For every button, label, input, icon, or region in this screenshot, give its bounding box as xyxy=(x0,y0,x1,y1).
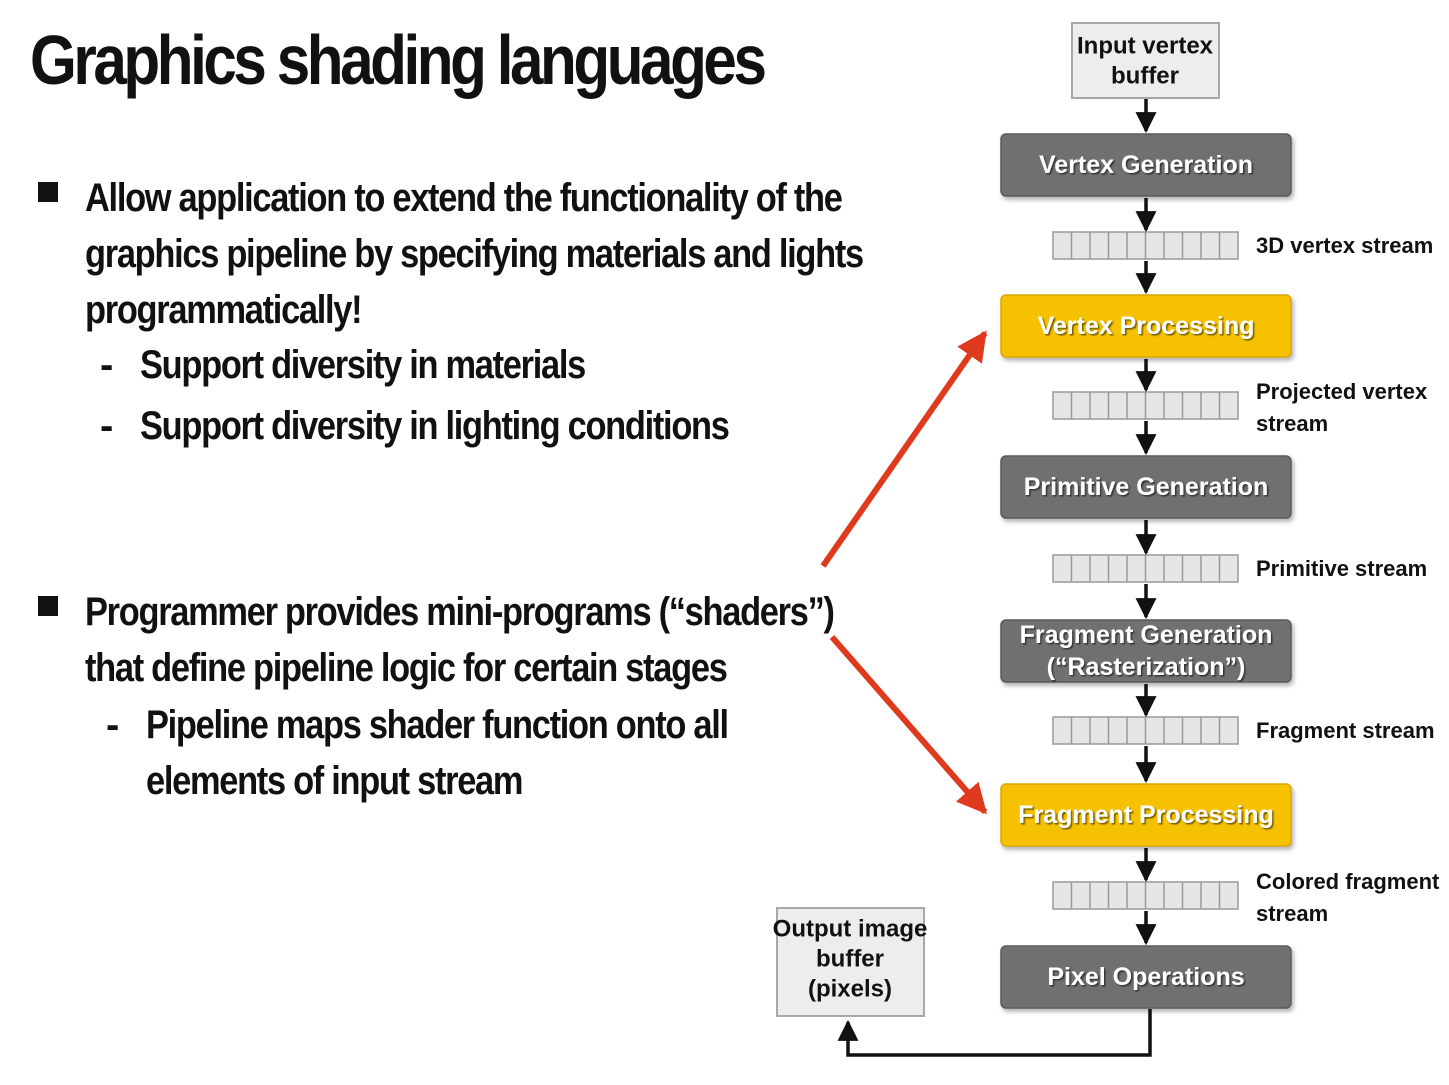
bullet-2-text: Programmer provides mini-programs (“shad… xyxy=(85,584,835,696)
dash-marker: - xyxy=(100,404,114,448)
stage-label: Fragment Processing xyxy=(1018,801,1274,829)
bullet-2-line-2: that define pipeline logic for certain s… xyxy=(85,646,728,690)
red-arrow-to-vertex-processing xyxy=(820,330,988,568)
stage-primitive-generation: Primitive Generation xyxy=(1000,455,1292,519)
stream-label: Projected vertex xyxy=(1256,379,1428,404)
sub-bullet-1-1-line-1: Support diversity in materials xyxy=(140,343,586,387)
stage-fragment-generation: Fragment Generation (“Rasterization”) xyxy=(1000,619,1292,683)
stream-4: Colored fragment stream xyxy=(1052,869,1440,926)
stage-label: Vertex Generation xyxy=(1039,151,1253,179)
stage-label: (“Rasterization”) xyxy=(1047,653,1246,681)
input-buffer-label: Input vertex xyxy=(1077,33,1214,60)
output-image-buffer: Output image buffer (pixels) xyxy=(773,907,928,1017)
output-buffer-label: (pixels) xyxy=(808,976,892,1003)
stage-pixel-operations: Pixel Operations xyxy=(1000,945,1292,1009)
stream-label: stream xyxy=(1256,901,1328,926)
stage-label: Primitive Generation xyxy=(1024,473,1269,501)
stream-2: Primitive stream xyxy=(1052,554,1427,583)
dash-marker: - xyxy=(100,343,114,387)
stream-3: Fragment stream xyxy=(1052,716,1435,745)
red-arrow-to-fragment-processing xyxy=(829,635,988,815)
stream-label: stream xyxy=(1256,411,1328,436)
input-buffer-label: buffer xyxy=(1111,63,1179,90)
stage-fragment-processing: Fragment Processing xyxy=(1000,783,1292,847)
dash-marker: - xyxy=(106,703,120,747)
stream-label: Primitive stream xyxy=(1256,556,1427,581)
stage-label: Vertex Processing xyxy=(1038,312,1255,340)
stage-vertex-processing: Vertex Processing xyxy=(1000,294,1292,358)
sub-bullet-2-1-line-2: elements of input stream xyxy=(146,759,523,803)
output-buffer-label: Output image xyxy=(773,916,928,943)
bullet-1-line-1: Allow application to extend the function… xyxy=(85,176,843,220)
sub-bullet-1-2-line-1: Support diversity in lighting conditions xyxy=(140,404,730,448)
bullet-square-icon xyxy=(38,182,58,202)
stage-label: Pixel Operations xyxy=(1047,963,1244,991)
sub-bullet-2-1-line-1: Pipeline maps shader function onto all xyxy=(146,703,729,747)
stream-0: 3D vertex stream xyxy=(1052,231,1433,260)
output-buffer-label: buffer xyxy=(816,946,884,973)
bullet-2-line-1: Programmer provides mini-programs (“shad… xyxy=(85,590,835,634)
bullet-1-line-2: graphics pipeline by specifying material… xyxy=(85,232,864,276)
stream-1: Projected vertex stream xyxy=(1052,379,1428,436)
stage-vertex-generation: Vertex Generation xyxy=(1000,133,1292,197)
stream-label: Fragment stream xyxy=(1256,718,1435,743)
output-arrow xyxy=(837,1009,1152,1057)
bullet-1-text: Allow application to extend the function… xyxy=(85,170,864,338)
bullet-1-line-3: programmatically! xyxy=(85,288,363,332)
input-vertex-buffer: Input vertex buffer xyxy=(1071,22,1220,99)
slide-title: Graphics shading languages xyxy=(30,21,767,99)
stage-label: Fragment Generation xyxy=(1020,621,1273,649)
bullet-square-icon xyxy=(38,596,58,616)
stream-label: 3D vertex stream xyxy=(1256,233,1433,258)
stream-label: Colored fragment xyxy=(1256,869,1440,894)
